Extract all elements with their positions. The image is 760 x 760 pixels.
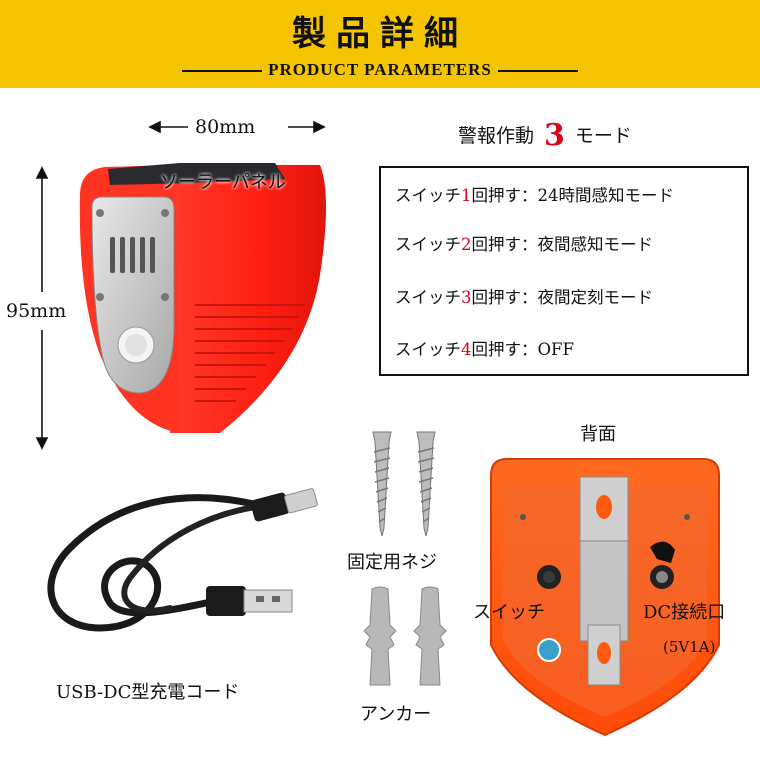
header-banner bbox=[0, 0, 760, 88]
switch-label: スイッチ bbox=[473, 602, 545, 623]
device-front-image bbox=[79, 163, 326, 433]
page-title: 製品詳細 bbox=[292, 14, 468, 54]
mode-count: 3 bbox=[544, 118, 565, 153]
page-subtitle: PRODUCT PARAMETERS bbox=[268, 60, 492, 79]
mode-item: スイッチ1回押す：24時間感知モード bbox=[395, 186, 674, 205]
screws-image bbox=[372, 431, 436, 537]
mode-title-prefix: 警報作動 bbox=[458, 125, 535, 147]
height-dimension: 95mm bbox=[6, 300, 67, 322]
mode-list-box: スイッチ1回押す：24時間感知モード スイッチ2回押す：夜間感知モード スイッチ… bbox=[379, 166, 749, 376]
dc-port-label: DC接続口 bbox=[643, 602, 726, 623]
dc-port-spec: (5V1A) bbox=[663, 638, 716, 656]
divider-left bbox=[182, 70, 262, 72]
mode-title-suffix: モード bbox=[574, 125, 632, 147]
device-back-image bbox=[490, 458, 720, 737]
cable-label: USB-DC型充電コード bbox=[56, 682, 240, 703]
divider-right bbox=[498, 70, 578, 72]
mode-item: スイッチ2回押す：夜間感知モード bbox=[395, 235, 653, 254]
solar-panel-label: ソーラーパネル bbox=[160, 172, 286, 193]
back-title: 背面 bbox=[580, 424, 616, 445]
anchors-image bbox=[363, 586, 447, 686]
usb-dc-cable-image bbox=[47, 488, 318, 632]
anchors-label: アンカー bbox=[360, 704, 432, 725]
screws-label: 固定用ネジ bbox=[347, 552, 437, 573]
mode-item: スイッチ3回押す：夜間定刻モード bbox=[395, 288, 653, 307]
mode-item: スイッチ4回押す：OFF bbox=[395, 340, 574, 359]
mode-title: 警報作動 3 モード bbox=[458, 118, 632, 153]
width-dimension: 80mm bbox=[195, 116, 256, 138]
